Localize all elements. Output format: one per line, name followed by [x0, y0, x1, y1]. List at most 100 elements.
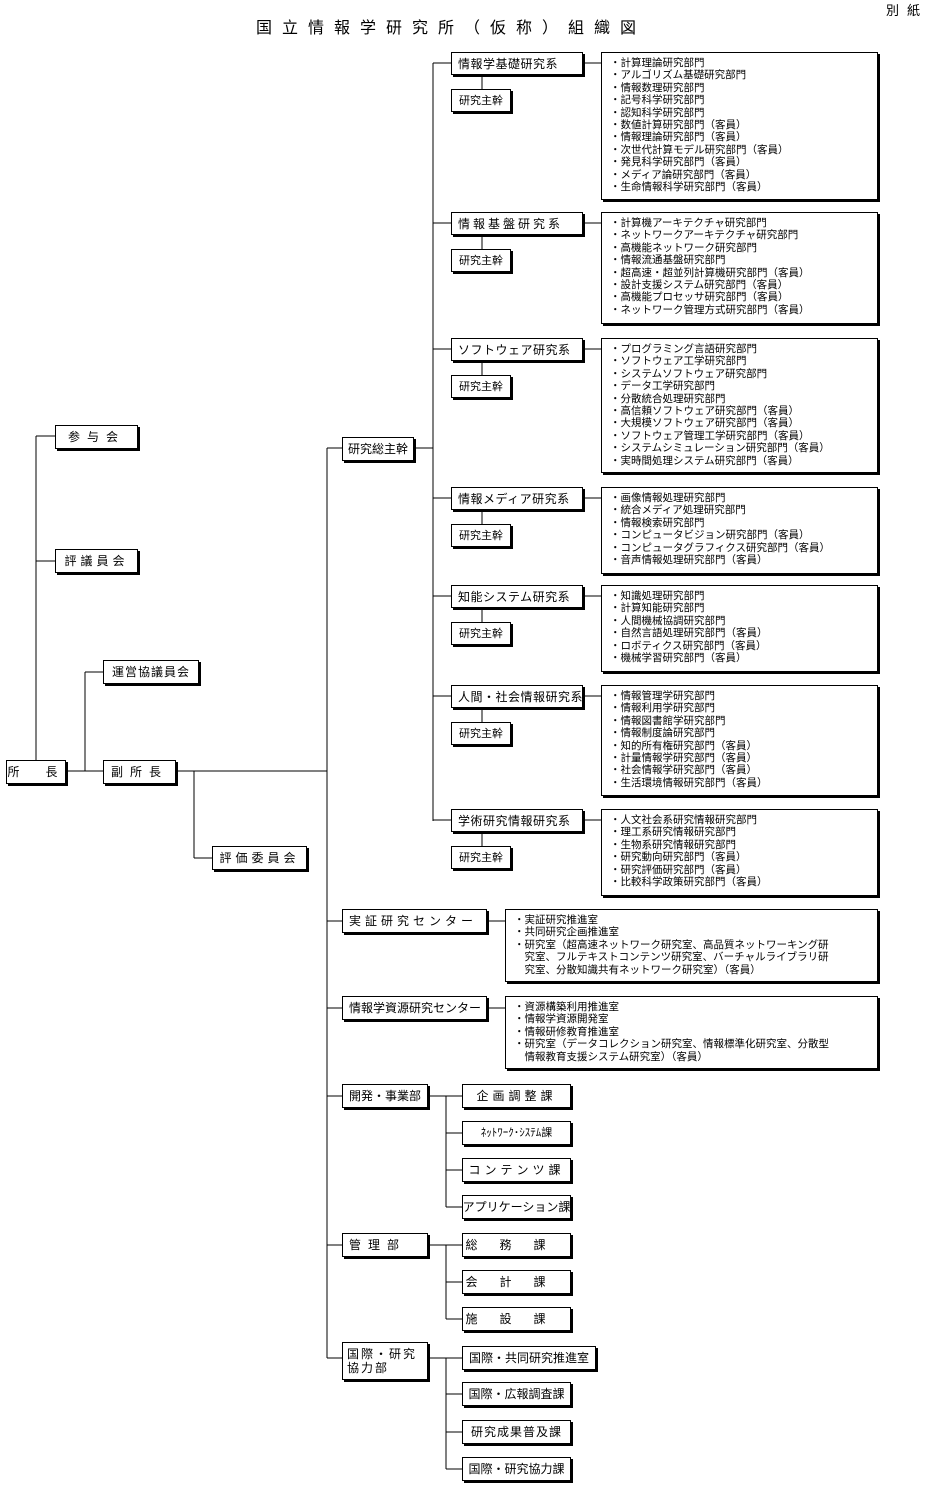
supervisor-box: 研究主幹 [451, 722, 511, 745]
detail-item: ・実証研究推進室 [514, 914, 598, 926]
division-detail: ・計算理論研究部門・アルゴリズム基礎研究部門・情報数理研究部門・記号科学研究部門… [601, 52, 878, 200]
detail-item: ・人文社会系研究情報研究部門 [610, 814, 757, 826]
detail-item: ・資源構築利用推進室 [514, 1001, 619, 1013]
detail-item: ・研究室（データコレクション研究室、情報標準化研究室、分散型 [514, 1038, 829, 1051]
center-name: 情報学資源研究センター [342, 996, 487, 1020]
division-detail: ・情報管理学研究部門・情報利用学研究部門・情報図書館学研究部門・情報制度論研究部… [601, 685, 878, 796]
detail-item: ・ソフトウェア管理工学研究部門（客員） [610, 429, 810, 442]
detail-item: 究室、フルテキストコンテンツ研究室、バーチャルライブラリ研 [514, 951, 829, 964]
detail-item: ・情報管理学研究部門 [610, 690, 715, 702]
detail-item: ・大規模ソフトウェア研究部門（客員） [610, 417, 799, 430]
section-box: ﾈｯﾄﾜｰｸ･ｼｽﾃﾑ課 [462, 1121, 571, 1145]
detail-item: ・理工系研究情報研究部門 [610, 826, 736, 839]
supervisor-box: 研究主幹 [451, 524, 511, 547]
division-name: 学術研究情報研究系 [451, 809, 583, 832]
detail-item: ・メディア論研究部門（客員） [610, 168, 757, 181]
detail-item: ・コンピュータグラフィクス研究部門（客員） [610, 541, 830, 554]
detail-item: ・研究室（超高速ネットワーク研究室、高品質ネットワーキング研 [514, 938, 829, 951]
supervisor-box: 研究主幹 [451, 846, 511, 869]
detail-item: ・超高速・超並列計算機研究部門（客員） [610, 266, 810, 279]
detail-item: ・情報流通基盤研究部門 [610, 254, 726, 267]
detail-item: ・情報図書館学研究部門 [610, 714, 726, 727]
division-name: 知能システム研究系 [451, 585, 583, 608]
section-box: 会計課 [462, 1270, 571, 1294]
section-box: コンテンツ課 [462, 1158, 571, 1182]
detail-item: ・システムシミュレーション研究部門（客員） [610, 442, 830, 455]
section-box: アプリケーション課 [462, 1195, 571, 1219]
detail-item: ・プログラミング言語研究部門 [610, 343, 757, 355]
detail-item: ・共同研究企画推進室 [514, 926, 619, 939]
research-director-box: 研究総主幹 [342, 437, 414, 461]
detail-item: ・情報理論研究部門（客員） [610, 131, 747, 144]
detail-item: ・設計支援システム研究部門（客員） [610, 279, 789, 292]
supervisor-box: 研究主幹 [451, 622, 511, 645]
detail-item: ・ソフトウェア工学研究部門 [610, 355, 747, 368]
supervisor-box: 研究主幹 [451, 249, 511, 272]
detail-item: ・情報利用学研究部門 [610, 702, 715, 715]
director-box: 所 長 [6, 760, 66, 784]
detail-item: ・データ工学研究部門 [610, 380, 715, 393]
center-detail: ・実証研究推進室・共同研究企画推進室・研究室（超高速ネットワーク研究室、高品質ネ… [505, 909, 878, 982]
detail-item: ・分散統合処理研究部門 [610, 392, 726, 405]
detail-item: ・生命情報科学研究部門（客員） [610, 181, 768, 194]
detail-item: ・研究動向研究部門（客員） [610, 851, 747, 864]
detail-item: ・情報学資源開発室 [514, 1013, 609, 1026]
division-name: 情報メディア研究系 [451, 487, 583, 510]
division-name: 人間・社会情報研究系 [451, 685, 583, 708]
department-box: 管理部 [342, 1233, 428, 1257]
steering-box: 運営協議員会 [103, 660, 199, 684]
detail-item: ・社会情報学研究部門（客員） [610, 764, 757, 777]
detail-item: ・ネットワーク管理方式研究部門（客員） [610, 303, 810, 316]
section-box: 国際・共同研究推進室 [462, 1346, 596, 1370]
detail-item: ・システムソフトウェア研究部門 [610, 367, 768, 380]
detail-item: ・認知科学研究部門 [610, 106, 705, 119]
detail-item: ・計算理論研究部門 [610, 57, 705, 69]
detail-item: ・発見科学研究部門（客員） [610, 156, 747, 169]
advisory-box: 参与会 [55, 425, 138, 449]
department-box: 開発・事業部 [342, 1084, 428, 1108]
evaluation-box: 評価委員会 [212, 846, 307, 870]
detail-item: ・研究評価研究部門（客員） [610, 863, 747, 876]
detail-item: ・知的所有権研究部門（客員） [610, 739, 757, 752]
section-box: 企画調整課 [462, 1084, 571, 1108]
division-detail: ・プログラミング言語研究部門・ソフトウェア工学研究部門・システムソフトウェア研究… [601, 338, 878, 473]
section-box: 国際・研究協力課 [462, 1457, 571, 1481]
detail-item: ・高信頼ソフトウェア研究部門（客員） [610, 405, 799, 418]
detail-item: ・統合メディア処理研究部門 [610, 504, 746, 517]
detail-item: ・機械学習研究部門（客員） [610, 652, 747, 665]
department-box: 国際・研究 協力部 [342, 1342, 428, 1380]
division-detail: ・画像情報処理研究部門・統合メディア処理研究部門・情報検索研究部門・コンピュータ… [601, 487, 878, 574]
vice-director-box: 副所長 [103, 760, 176, 784]
detail-item: ・知識処理研究部門 [610, 590, 705, 602]
section-box: 施設課 [462, 1307, 571, 1331]
division-name: 情報学基礎研究系 [451, 52, 583, 75]
detail-item: ・生活環境情報研究部門（客員） [610, 776, 768, 789]
division-detail: ・計算機アーキテクチャ研究部門・ネットワークアーキテクチャ研究部門・高機能ネット… [601, 212, 878, 324]
detail-item: ・計算知能研究部門 [610, 602, 705, 615]
center-detail: ・資源構築利用推進室・情報学資源開発室・情報研修教育推進室・研究室（データコレク… [505, 996, 878, 1069]
detail-item: ・実時間処理システム研究部門（客員） [610, 454, 799, 467]
detail-item: 情報教育支援システム研究室）（客員） [514, 1050, 708, 1063]
section-box: 国際・広報調査課 [462, 1382, 571, 1406]
section-box: 総務課 [462, 1233, 571, 1257]
section-box: 研究成果普及課 [462, 1420, 571, 1444]
detail-item: ・計算機アーキテクチャ研究部門 [610, 217, 767, 229]
detail-item: ・音声情報処理研究部門（客員） [610, 554, 768, 567]
detail-item: ・ネットワークアーキテクチャ研究部門 [610, 229, 799, 242]
supervisor-box: 研究主幹 [451, 375, 511, 398]
detail-item: ・情報検索研究部門 [610, 516, 705, 529]
detail-item: ・コンピュータビジョン研究部門（客員） [610, 529, 810, 542]
center-name: 実証研究センター [342, 909, 487, 933]
annex-label: 別紙 [886, 4, 929, 19]
detail-item: ・情報研修教育推進室 [514, 1025, 619, 1038]
chart-title: 国立情報学研究所（仮称）組織図 [256, 18, 647, 37]
division-detail: ・人文社会系研究情報研究部門・理工系研究情報研究部門・生物系研究情報研究部門・研… [601, 809, 878, 896]
detail-item: ・生物系研究情報研究部門 [610, 838, 736, 851]
detail-item: ・記号科学研究部門 [610, 94, 705, 107]
detail-item: ・情報数理研究部門 [610, 81, 705, 94]
detail-item: ・高機能ネットワーク研究部門 [610, 241, 757, 254]
detail-item: ・アルゴリズム基礎研究部門 [610, 69, 747, 82]
detail-item: ・高機能プロセッサ研究部門（客員） [610, 291, 789, 304]
council-box: 評議員会 [55, 549, 138, 573]
